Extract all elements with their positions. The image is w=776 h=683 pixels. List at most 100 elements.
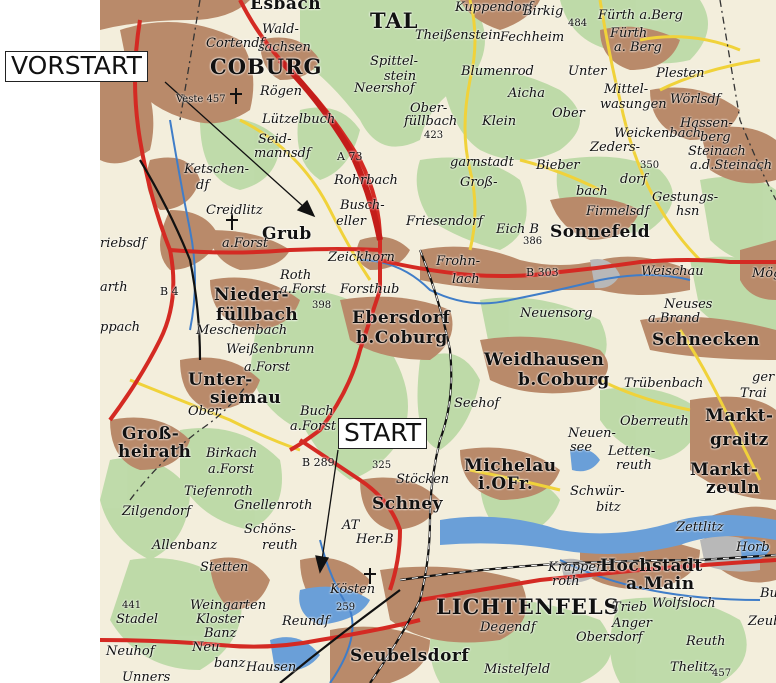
- map-label-hausen: Hausen: [246, 660, 297, 675]
- map-label-neuhof: Neuhof: [106, 644, 155, 659]
- map-label-meschenbach: Meschenbach: [196, 323, 288, 338]
- map-label-friesendorf: Friesendorf: [406, 214, 483, 229]
- map-label-a73: A 73: [337, 150, 363, 163]
- map-label-df: df: [196, 178, 210, 193]
- map-label-arth: arth: [100, 280, 128, 295]
- primary-roads: [100, 0, 776, 649]
- map-label-truebenbach: Trübenbach: [624, 376, 704, 391]
- map-label-creidlitz: Creidlitz: [206, 203, 263, 218]
- map-label-eichb: Eich B: [496, 222, 539, 237]
- map-label-degendorf: Degendf: [480, 620, 536, 635]
- map-label-bach: bach: [576, 184, 608, 199]
- map-label-heirath: heirath: [118, 442, 192, 462]
- map-label-n441: 441: [122, 600, 142, 611]
- map-label-berg: berg: [700, 130, 731, 145]
- map-label-n423: 423: [424, 130, 444, 141]
- map-label-stein: stein: [384, 69, 417, 84]
- map-label-seehof: Seehof: [454, 396, 500, 411]
- map-label-krappenroth: Krappen: [548, 560, 605, 575]
- map-label-sachsen: sachsen: [258, 40, 311, 55]
- map-label-n457b: 457: [712, 668, 732, 679]
- map-label-rohrbach: Rohrbach: [334, 173, 398, 188]
- map-label-grub: Grub: [262, 224, 312, 244]
- map-label-a_main: a.Main: [626, 574, 695, 594]
- map-label-n386: 386: [523, 236, 543, 247]
- map-label-thelitz: Thelitz: [670, 660, 716, 675]
- map-label-fuerth_a_berg: Fürth a.Berg: [598, 8, 684, 23]
- map-label-wald: Wald-: [262, 22, 299, 37]
- map-label-ppach: ppach: [100, 320, 141, 335]
- map-label-schnecken: Schnecken: [652, 330, 760, 350]
- map-label-ober_fuellbach: Ober-: [410, 101, 448, 116]
- map-label-ober2: Ober: [188, 404, 221, 419]
- pointer-arrows: [164, 81, 339, 574]
- map-label-tiefenroth: Tiefenroth: [184, 484, 254, 499]
- map-label-neuses: Neuses: [664, 297, 713, 312]
- map-label-herb: Her.B: [356, 532, 394, 547]
- map-label-reuth: reuth: [616, 458, 652, 473]
- map-label-neu: Neu: [192, 640, 220, 655]
- map-label-fuerth: Fürth: [610, 26, 648, 41]
- map-label-oberland: Ober: [552, 106, 585, 121]
- map-label-mannsdf: mannsdf: [254, 146, 311, 161]
- map-label-a_forst3: a.Forst: [244, 360, 291, 375]
- map-label-stoecken: Stöcken: [396, 472, 450, 487]
- map-label-banz: Banz: [204, 626, 237, 641]
- map-label-weidhausen: Weidhausen: [484, 350, 605, 370]
- map-label-moeg: Mög: [752, 266, 776, 281]
- secondary-roads: [129, 0, 762, 492]
- map-label-forsthub: Forsthub: [340, 282, 400, 297]
- map-label-lichtenfels: LICHTENFELS: [436, 594, 620, 619]
- church-symbols: [226, 88, 376, 584]
- map-label-b4: B 4: [160, 285, 179, 298]
- map-label-reuth2: reuth: [262, 538, 298, 553]
- map-label-a_d_steinach: a.d.Steinach: [690, 158, 773, 173]
- map-label-zeickhorn: Zeickhorn: [328, 250, 395, 265]
- map-label-unnersdorf: Unners: [122, 670, 171, 683]
- map-label-trieb: Trieb: [612, 600, 648, 615]
- map-label-anger: Anger: [612, 616, 652, 631]
- map-label-buch: Buch: [300, 404, 334, 419]
- map-label-friebsdf: riebsdf: [100, 236, 147, 251]
- map-label-a_forst1: a.Forst: [222, 236, 269, 251]
- map-label-gross: Groß-: [460, 175, 498, 190]
- map-label-stetten: Stetten: [200, 560, 249, 575]
- map-label-tal: TAL: [370, 8, 419, 33]
- map-label-b_coburg1: b.Coburg: [356, 328, 448, 348]
- map-label-lach: lach: [452, 272, 480, 287]
- map-label-cortendorf: Cortendf: [206, 36, 265, 51]
- map-label-birkig: Birkig: [523, 4, 564, 19]
- map-label-neuensee: Neuen-: [568, 426, 616, 441]
- map-label-weickenbach: Weickenbach: [614, 126, 702, 141]
- map-label-fuellbach1: füllbach: [404, 114, 458, 129]
- map-label-reundorf: Reundf: [282, 614, 330, 629]
- map-label-eller: eller: [336, 214, 366, 229]
- map-label-see: see: [570, 440, 593, 455]
- map-label-b289: B 289: [302, 456, 335, 469]
- map-label-coburg: COBURG: [210, 54, 323, 79]
- map-label-hassenberg: Hassen-: [680, 116, 733, 131]
- map-label-graitz: graitz: [710, 430, 769, 450]
- map-label-a_brand: a.Brand: [648, 311, 701, 326]
- map-label-b_right: Bu: [760, 586, 776, 601]
- map-label-stadel: Stadel: [116, 612, 159, 627]
- map-label-a_forst4: a.Forst: [290, 419, 337, 434]
- map-label-schwuerbitz: Schwür-: [570, 484, 625, 499]
- map-label-firmelsdf: Firmelsdf: [586, 204, 650, 219]
- map-label-roth: Roth: [280, 268, 312, 283]
- map-label-reuth3: Reuth: [686, 634, 726, 649]
- map-label-ebersdorf: Ebersdorf: [352, 308, 451, 328]
- autobahn: [277, 57, 383, 241]
- map-label-gerTra: ger: [752, 370, 775, 385]
- map-label-marktzeuln1: Markt-: [690, 460, 759, 480]
- map-label-dorf: dorf: [620, 172, 648, 187]
- map-label-neuensorg: Neuensorg: [520, 306, 593, 321]
- map-label-klein: Klein: [482, 114, 517, 129]
- map-label-garnstadt: garnstadt: [450, 155, 514, 170]
- map-label-woerlsdf: Wörlsdf: [670, 92, 721, 107]
- map-label-weischau: Weischau: [641, 264, 704, 279]
- map-label-fechheim: Fechheim: [500, 30, 565, 45]
- map-label-theissenstein: Theißenstein: [415, 28, 501, 43]
